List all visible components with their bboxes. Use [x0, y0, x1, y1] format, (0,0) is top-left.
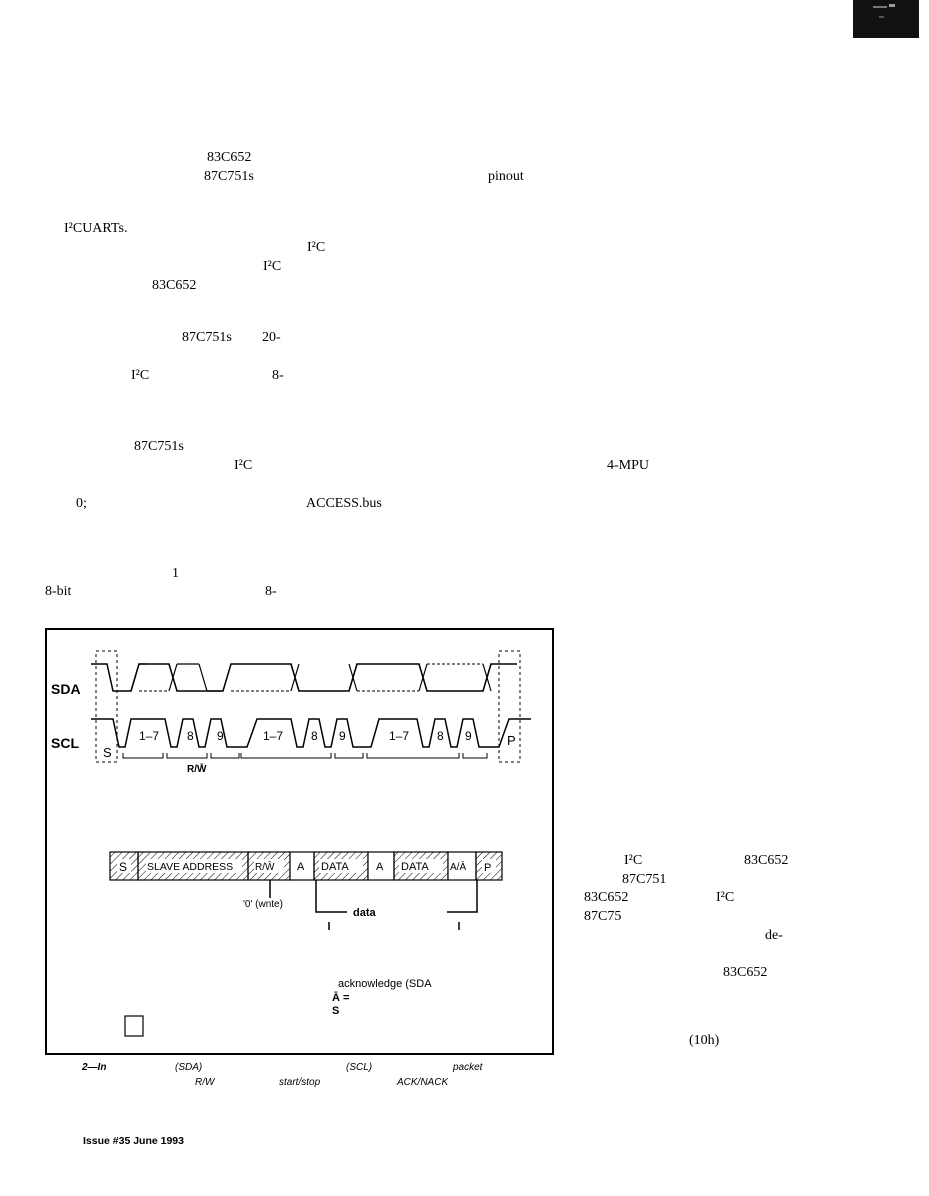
sda-label: SDA: [51, 681, 81, 697]
stop-label: P: [507, 733, 516, 748]
body-fragment: 87C751s: [204, 169, 254, 184]
bits-label: 1–7: [389, 729, 409, 743]
legend-square: [124, 1015, 144, 1037]
side-fragment: I²C: [716, 890, 735, 905]
bit-label: 9: [339, 729, 346, 743]
rw-label: R/W̄: [187, 763, 207, 775]
caption-fragment: ACK/NACK: [397, 1077, 449, 1088]
abar-note: Ā =: [332, 992, 349, 1004]
packet-label: S: [119, 860, 127, 874]
bit-label: 8: [187, 729, 194, 743]
bits-label: 1–7: [139, 729, 159, 743]
side-fragment: de-: [765, 928, 783, 943]
body-fragment: 83C652: [207, 150, 252, 165]
write-note: '0' (wnte): [243, 899, 283, 910]
s-note: S: [332, 1005, 339, 1017]
side-fragment: 87C751: [622, 872, 667, 887]
body-fragment: ACCESS.bus: [306, 496, 382, 511]
body-fragment: 87C751s: [134, 439, 184, 454]
packet-label: A: [297, 861, 305, 873]
side-fragment: 83C652: [584, 890, 629, 905]
packet-label: P: [484, 862, 491, 874]
packet-label: A: [376, 861, 384, 873]
side-fragment: 87C75: [584, 909, 622, 924]
body-fragment: I²CUARTs.: [64, 221, 128, 236]
packet-cell-ack: [367, 851, 395, 881]
side-fragment: I²C: [624, 853, 643, 868]
bits-label: 1–7: [263, 729, 283, 743]
bit-label: 9: [465, 729, 472, 743]
sda-transition-marks: [130, 663, 492, 692]
bit-label: 8: [311, 729, 318, 743]
body-fragment: I²C: [307, 240, 326, 255]
packet-cell-ack: [289, 851, 315, 881]
body-fragment: 4-MPU: [607, 458, 650, 473]
body-fragment: I²C: [234, 458, 253, 473]
sda-upper-trace: [91, 663, 505, 692]
bit-label: 8: [437, 729, 444, 743]
packet-cell-ack-nack: [447, 851, 477, 881]
side-fragment: 83C652: [744, 853, 789, 868]
bit-group-brackets: [122, 753, 488, 759]
caption-fragment: packet: [453, 1062, 483, 1073]
caption-fragment: (SCL): [346, 1062, 373, 1073]
i2c-timing-diagram: SDA SCL S P 1–7 8 9 1–7 8 9 1–7 8 9 R/W̄: [51, 650, 531, 1037]
sda-undriven: [139, 663, 483, 692]
i2c-figure: SDA SCL S P 1–7 8 9 1–7 8 9 1–7 8 9 R/W̄: [45, 628, 554, 1055]
body-fragment: 20-: [262, 330, 281, 345]
side-fragment: 83C652: [723, 965, 768, 980]
packet-label: DATA: [321, 861, 349, 873]
caption-fragment: (SDA): [175, 1062, 203, 1073]
body-fragment: 8-: [272, 368, 284, 383]
corner-block: [853, 0, 919, 38]
packet-label: A/Ā: [450, 861, 466, 873]
corner-texture: [879, 16, 884, 18]
body-fragment: 83C652: [152, 278, 197, 293]
scl-label: SCL: [51, 735, 79, 751]
packet-label: SLAVE ADDRESS: [147, 861, 233, 873]
ack-note: acknowledge (SDA: [338, 978, 432, 990]
body-fragment: 0;: [76, 496, 87, 511]
bit-label: 9: [217, 729, 224, 743]
caption-fragment: R/W: [195, 1077, 215, 1088]
side-fragment: (10h): [689, 1033, 720, 1048]
data-note: data: [353, 907, 377, 919]
packet-annotation-lines: [269, 880, 478, 930]
caption-fragment: start/stop: [279, 1077, 321, 1088]
body-fragment: pinout: [488, 169, 524, 184]
caption-number: 2—In: [82, 1062, 107, 1073]
scl-trace: [91, 718, 531, 748]
corner-texture: [873, 6, 887, 8]
start-label: S: [103, 745, 112, 760]
body-fragment: 8-bit: [45, 584, 72, 599]
body-fragment: I²C: [263, 259, 282, 274]
packet-label: DATA: [401, 861, 429, 873]
corner-texture: [889, 4, 895, 7]
body-fragment: I²C: [131, 368, 150, 383]
body-fragment: 8-: [265, 584, 277, 599]
issue-footer: Issue #35 June 1993: [83, 1135, 184, 1147]
packet-row: S SLAVE ADDRESS R/W̄ A DATA A DATA A/Ā P: [109, 851, 503, 881]
body-fragment: 1: [172, 566, 179, 581]
body-fragment: 87C751s: [182, 330, 232, 345]
packet-label: R/W̄: [255, 860, 275, 873]
